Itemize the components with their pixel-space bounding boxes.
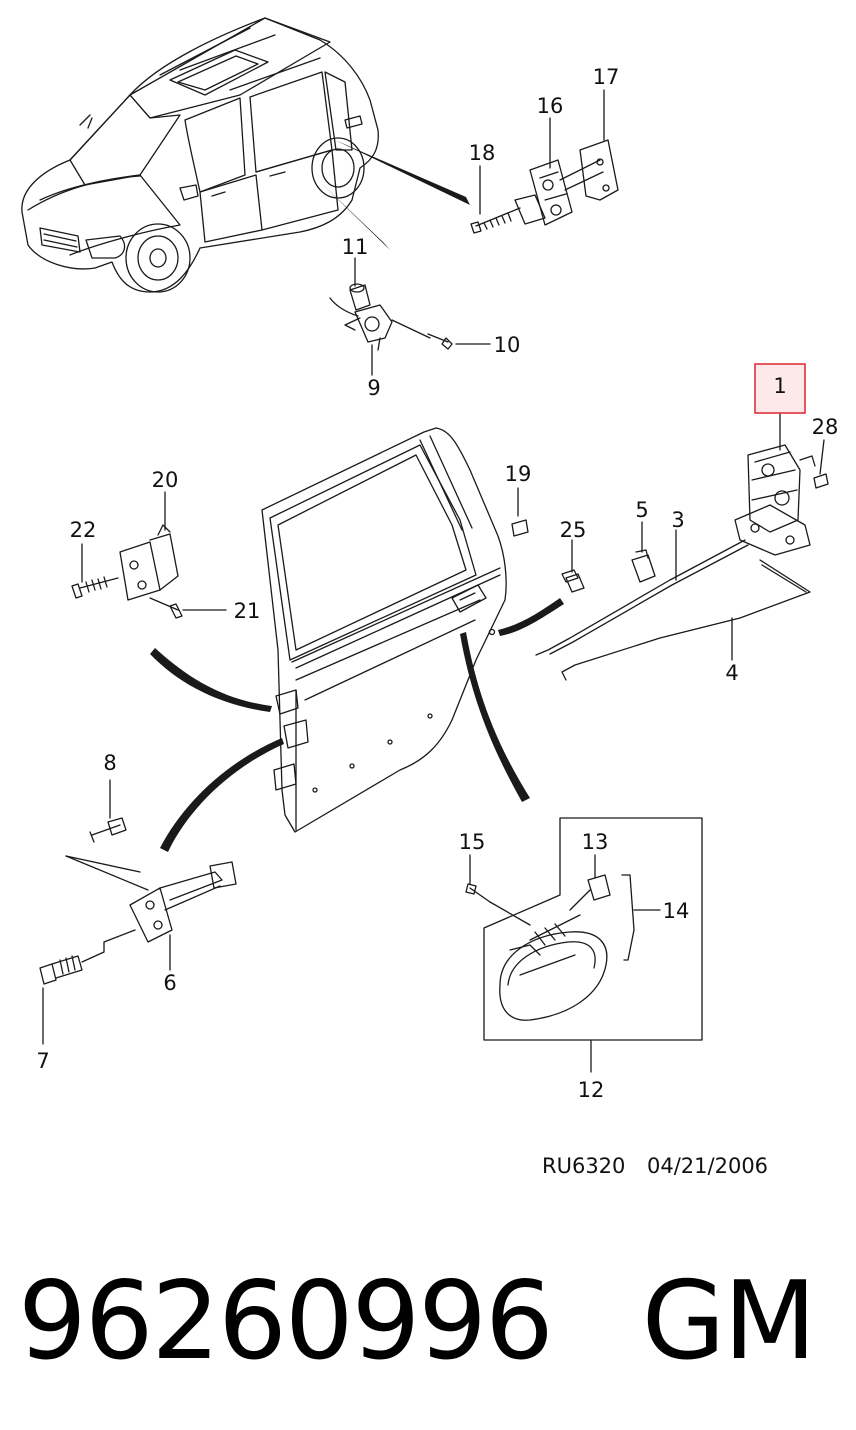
callout-13: 13 (582, 830, 609, 854)
leader-wedge (335, 140, 470, 205)
callout-7: 7 (36, 1049, 49, 1073)
callout-22: 22 (70, 518, 97, 542)
callout-8: 8 (103, 751, 116, 775)
reference-date: 04/21/2006 (647, 1154, 768, 1178)
callout-20: 20 (152, 468, 179, 492)
vehicle-illustration (21, 17, 379, 293)
callout-15: 15 (459, 830, 486, 854)
brand-name: GM (641, 1259, 817, 1384)
door-check-strap (39, 817, 237, 985)
reference-code: RU6320 (542, 1154, 625, 1178)
door-check-assembly (329, 283, 453, 351)
part-number-footer: 96260996 GM (18, 1252, 817, 1392)
leader-wedge (460, 632, 530, 802)
callout-17: 17 (593, 65, 620, 89)
leader-wedge (150, 648, 272, 712)
callout-6: 6 (163, 971, 176, 995)
callout-16: 16 (537, 94, 564, 118)
leader-line (819, 439, 825, 475)
part-25-bumper (561, 569, 585, 593)
callout-19: 19 (505, 462, 532, 486)
callout-1: 1 (773, 374, 786, 398)
callout-18: 18 (469, 141, 496, 165)
leader-wedge (320, 182, 390, 250)
callout-14: 14 (663, 899, 690, 923)
rear-door (261, 427, 507, 833)
callout-28: 28 (812, 415, 839, 439)
callout-3: 3 (671, 508, 684, 532)
leader-wedge (160, 738, 284, 852)
callout-25: 25 (560, 518, 587, 542)
lower-door-hinge (71, 524, 183, 619)
upper-door-hinge (470, 139, 619, 234)
highlighted-callout-box (754, 363, 806, 414)
outside-handle-assembly (465, 817, 703, 1041)
callout-11: 11 (342, 235, 369, 259)
part-number: 96260996 (18, 1259, 554, 1384)
callout-12: 12 (578, 1078, 605, 1102)
callout-4: 4 (725, 661, 738, 685)
part-19-clip (511, 519, 529, 537)
callout-5: 5 (635, 498, 648, 522)
door-latch-assembly (535, 444, 829, 681)
callout-labels: 1 3 4 5 6 7 8 9 10 11 12 13 14 15 16 17 … (36, 65, 838, 1102)
callout-21: 21 (234, 599, 261, 623)
callout-9: 9 (367, 376, 380, 400)
leader-wedge (498, 598, 564, 636)
callout-10: 10 (494, 333, 521, 357)
